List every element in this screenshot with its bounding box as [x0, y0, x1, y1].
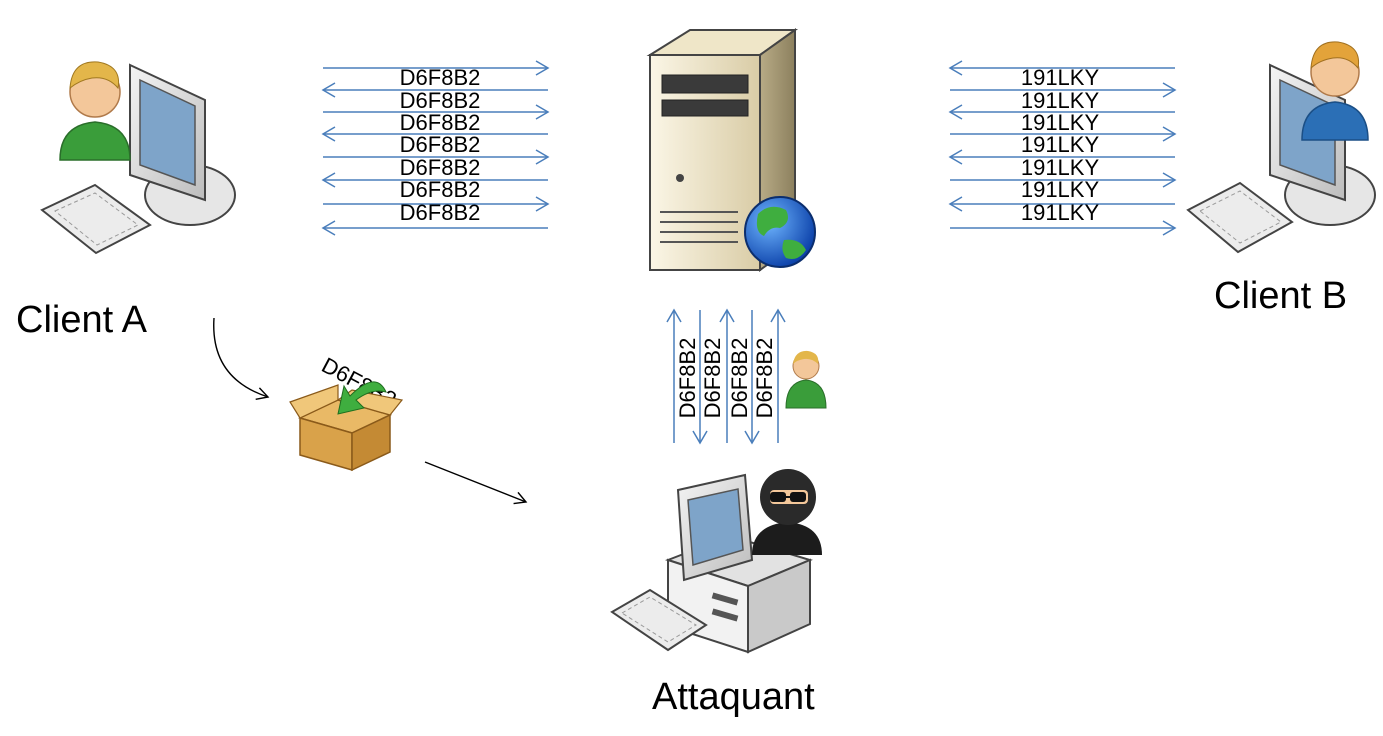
server-client-b-exchange — [948, 60, 1177, 236]
token-label: D6F8B2 — [700, 338, 725, 419]
client-b-computer-icon — [1186, 41, 1376, 254]
token-label: D6F8B2 — [400, 132, 481, 157]
token-label: D6F8B2 — [675, 338, 700, 419]
token-label: 191LKY — [1021, 65, 1100, 90]
client-a-label: Client A — [16, 299, 147, 341]
token-label: 191LKY — [1021, 177, 1100, 202]
client-a-server-exchange — [321, 60, 550, 236]
user-icon — [785, 350, 827, 409]
token-label: 191LKY — [1021, 110, 1100, 135]
token-label: D6F8B2 — [400, 177, 481, 202]
box-icon — [289, 381, 404, 472]
token-label: 191LKY — [1021, 200, 1100, 225]
token-label: D6F8B2 — [727, 338, 752, 419]
token-label: 191LKY — [1021, 88, 1100, 113]
client-b-label: Client B — [1214, 275, 1348, 317]
token-label: D6F8B2 — [400, 200, 481, 225]
token-label: D6F8B2 — [400, 155, 481, 180]
client-b-token-labels: 191LKY 191LKY 191LKY 191LKY 191LKY 191LK… — [1021, 65, 1100, 225]
token-label: D6F8B2 — [400, 110, 481, 135]
steal-arrow-2 — [424, 461, 528, 505]
client-a-token-labels: D6F8B2 D6F8B2 D6F8B2 D6F8B2 D6F8B2 D6F8B… — [400, 65, 481, 225]
attacker-token-labels: D6F8B2 D6F8B2 D6F8B2 D6F8B2 — [675, 338, 777, 419]
token-label: D6F8B2 — [752, 338, 777, 419]
server-globe-icon — [646, 28, 816, 272]
attacker-server-exchange — [666, 308, 786, 445]
token-label: 191LKY — [1021, 132, 1100, 157]
hacker-computer-icon — [610, 469, 822, 654]
token-label: D6F8B2 — [400, 65, 481, 90]
token-label: D6F8B2 — [400, 88, 481, 113]
attacker-label: Attaquant — [652, 676, 815, 718]
token-label: 191LKY — [1021, 155, 1100, 180]
client-a-computer-icon — [40, 61, 236, 255]
steal-arrow-1 — [213, 317, 270, 400]
